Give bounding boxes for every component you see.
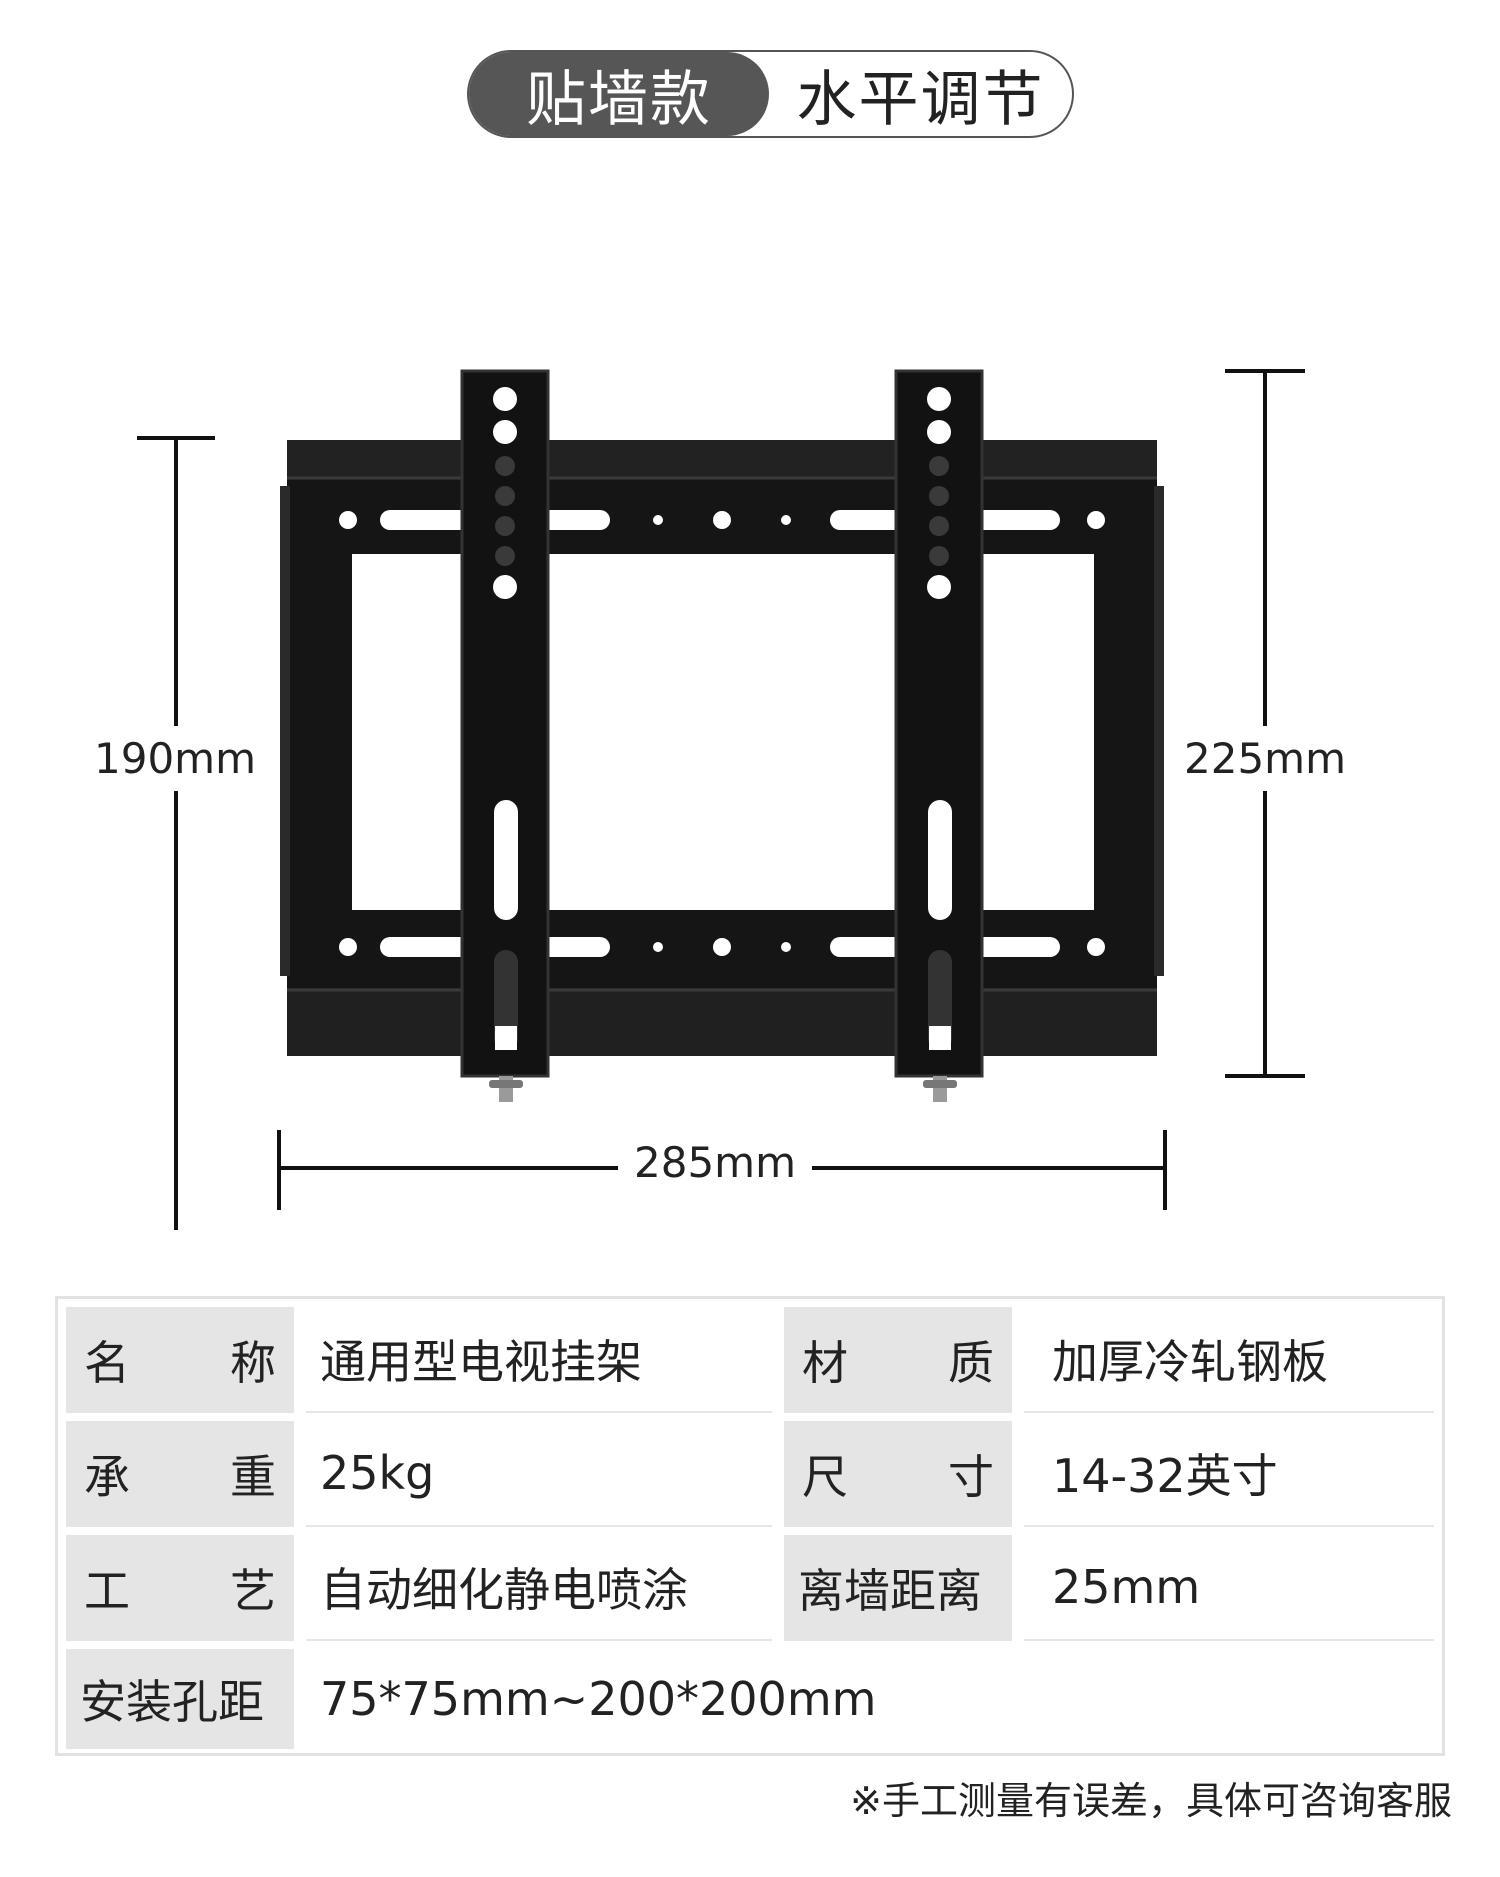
value-hole-spacing: 75*75mm~200*200mm <box>320 1672 877 1726</box>
mounting-arm-right <box>894 369 984 1102</box>
height-dimension-left <box>137 436 215 1230</box>
tab-horizontal-adjust[interactable]: 水平调节 <box>796 64 1045 135</box>
label-wall-distance: 离墙距离 <box>784 1535 1012 1641</box>
height-left-label: 190mm <box>94 726 256 791</box>
height-dimension-right <box>1225 369 1305 1078</box>
label-name: 名称 <box>66 1307 294 1413</box>
tab-wall-flush[interactable]: 贴墙款 <box>469 52 769 136</box>
label-load: 承重 <box>66 1421 294 1527</box>
value-load: 25kg <box>306 1421 772 1527</box>
mounting-arm-left <box>460 369 550 1102</box>
tv-bracket-illustration <box>137 369 1305 1230</box>
measurement-note: ※手工测量有误差，具体可咨询客服 <box>850 1779 1452 1823</box>
spec-table: 名称 通用型电视挂架 材质 加厚冷轧钢板 承重 25kg 尺寸 14-32英寸 … <box>55 1296 1445 1756</box>
value-name: 通用型电视挂架 <box>306 1307 772 1413</box>
value-process: 自动细化静电喷涂 <box>306 1535 772 1641</box>
value-material: 加厚冷轧钢板 <box>1024 1307 1434 1413</box>
style-switcher: 贴墙款 水平调节 <box>467 50 1074 138</box>
bracket-frame <box>280 440 1164 1056</box>
label-size: 尺寸 <box>784 1421 1012 1527</box>
label-material: 材质 <box>784 1307 1012 1413</box>
height-right-label: 225mm <box>1184 726 1346 791</box>
label-hole-spacing: 安装孔距 <box>66 1649 294 1749</box>
label-process: 工艺 <box>66 1535 294 1641</box>
value-size: 14-32英寸 <box>1024 1421 1434 1527</box>
value-wall-distance: 25mm <box>1024 1535 1434 1641</box>
bracket-diagram: 190mm 225mm 285mm <box>0 330 1500 1230</box>
width-label: 285mm <box>618 1138 812 1187</box>
